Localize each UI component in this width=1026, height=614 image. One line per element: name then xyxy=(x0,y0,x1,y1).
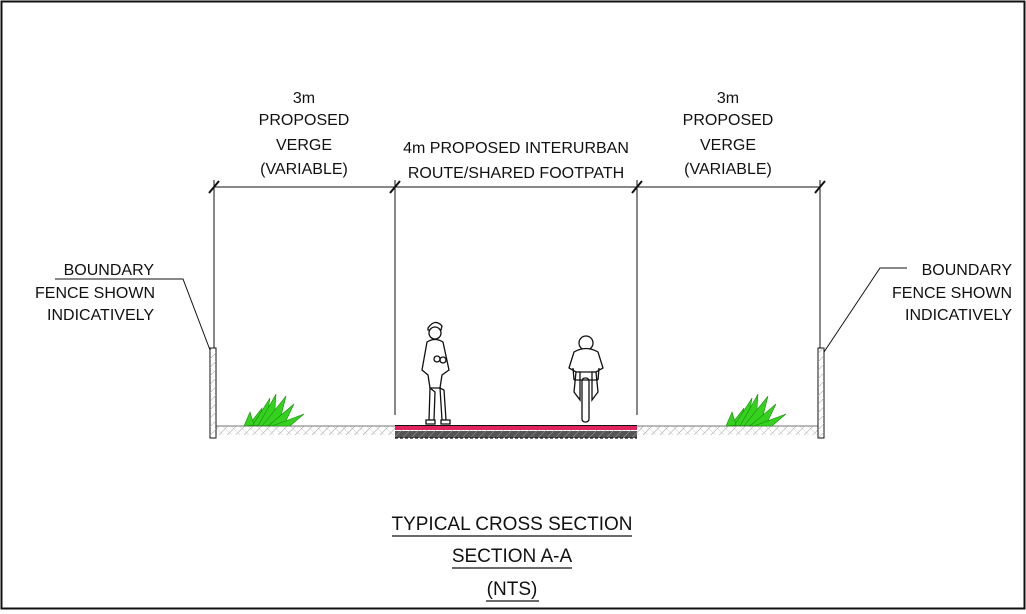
left-fence-callout-2: FENCE SHOWN xyxy=(35,285,155,302)
dimension-line xyxy=(208,180,826,194)
extension-lines xyxy=(213,180,821,425)
right-verge-line-3: VERGE xyxy=(700,137,756,154)
right-verge-line-1: 3m xyxy=(717,90,739,107)
left-fence-callout-1: BOUNDARY xyxy=(64,262,155,279)
path-line-1: 4m PROPOSED INTERURBAN xyxy=(403,140,629,157)
left-verge-line-3: VERGE xyxy=(276,137,332,154)
right-verge-line-4: (VARIABLE) xyxy=(684,161,772,178)
left-verge-line-2: PROPOSED xyxy=(259,112,350,129)
grass-left-icon xyxy=(243,393,305,427)
left-verge-line-4: (VARIABLE) xyxy=(260,161,348,178)
left-fence-callout-3: INDICATIVELY xyxy=(47,307,154,324)
left-verge-line-1: 3m xyxy=(293,90,315,107)
right-fence-callout-2: FENCE SHOWN xyxy=(892,285,1012,302)
right-fence-callout-1: BOUNDARY xyxy=(922,262,1013,279)
shared-path-surface xyxy=(395,425,637,439)
left-callout-leader xyxy=(55,278,211,351)
pedestrian-icon xyxy=(421,321,451,425)
cyclist-icon xyxy=(568,335,604,423)
right-fence xyxy=(817,347,825,439)
path-line-2: ROUTE/SHARED FOOTPATH xyxy=(408,165,624,182)
title-line-3: (NTS) xyxy=(487,579,538,600)
right-callout-leader xyxy=(823,267,907,353)
title-line-1: TYPICAL CROSS SECTION xyxy=(391,514,632,535)
right-verge-line-2: PROPOSED xyxy=(683,112,774,129)
right-fence-callout-3: INDICATIVELY xyxy=(905,307,1012,324)
left-fence xyxy=(209,347,217,439)
title-line-2: SECTION A-A xyxy=(452,546,573,567)
grass-right-icon xyxy=(725,393,787,427)
